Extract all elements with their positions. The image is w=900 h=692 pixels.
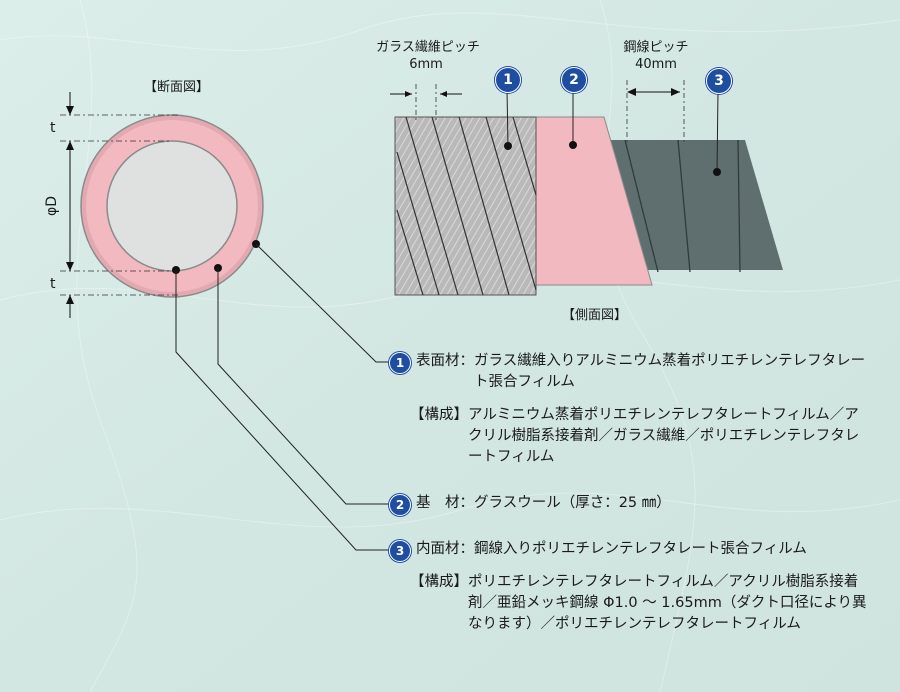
marker-1-side: 1 bbox=[495, 67, 521, 93]
thickness-label-bottom: t bbox=[50, 276, 56, 292]
glass-fiber-pitch-value: 6mm bbox=[409, 57, 443, 72]
side-view bbox=[390, 80, 783, 296]
side-view-title: 【側面図】 bbox=[562, 308, 628, 323]
item-3-description: 内面材： 鋼線入りポリエチレンテレフタレート張合フィルム 【構成】 ポリエチレン… bbox=[410, 539, 868, 635]
item-3-inner-row: 内面材： 鋼線入りポリエチレンテレフタレート張合フィルム bbox=[416, 539, 868, 560]
steel-wire-pitch-title: 鋼線ピッチ bbox=[623, 40, 689, 55]
item-2-description: 基 材： グラスウール（厚さ：25 ㎜） bbox=[416, 493, 868, 514]
item-3-composition-row: 【構成】 ポリエチレンテレフタレートフィルム／アクリル樹脂系接着剤／亜鉛メッキ鋼… bbox=[410, 572, 868, 635]
marker-1: 1 bbox=[389, 352, 411, 374]
marker-3-side: 3 bbox=[706, 68, 732, 94]
glass-fiber-pitch-title: ガラス繊維ピッチ bbox=[376, 40, 480, 55]
item-1-key: 表面材： bbox=[416, 353, 474, 369]
item-3-key: 内面材： bbox=[416, 541, 474, 557]
leader-lines bbox=[175, 243, 390, 551]
item-1-text: ガラス繊維入りアルミニウム蒸着ポリエチレンテレフタレート張合フィルム bbox=[474, 353, 866, 390]
item-1-composition-row: 【構成】 アルミニウム蒸着ポリエチレンテレフタレートフィルム／アクリル樹脂系接着… bbox=[410, 405, 868, 468]
inner-film-layer bbox=[600, 140, 783, 270]
item-3-comp-text: ポリエチレンテレフタレートフィルム／アクリル樹脂系接着剤／亜鉛メッキ鋼線 Φ1.… bbox=[468, 574, 867, 632]
item-2-base-row: 基 材： グラスウール（厚さ：25 ㎜） bbox=[416, 493, 868, 514]
item-2-text: グラスウール（厚さ：25 ㎜） bbox=[474, 495, 671, 511]
outer-surface-layer bbox=[394, 116, 537, 296]
thickness-label-top: t bbox=[50, 120, 56, 136]
marker-2: 2 bbox=[389, 494, 411, 516]
item-1-description: 表面材： ガラス繊維入りアルミニウム蒸着ポリエチレンテレフタレート張合フィルム … bbox=[410, 351, 868, 468]
section-view-title: 【断面図】 bbox=[144, 80, 210, 95]
steel-wire-pitch-value: 40mm bbox=[635, 57, 677, 72]
item-1-comp-text: アルミニウム蒸着ポリエチレンテレフタレートフィルム／アクリル樹脂系接着剤／ガラス… bbox=[468, 407, 860, 465]
diameter-label: φD bbox=[44, 195, 61, 217]
item-1-comp-key: 【構成】 bbox=[410, 407, 468, 423]
item-1-surface-row: 表面材： ガラス繊維入りアルミニウム蒸着ポリエチレンテレフタレート張合フィルム bbox=[416, 351, 868, 393]
item-3-comp-key: 【構成】 bbox=[410, 574, 468, 590]
marker-2-side: 2 bbox=[561, 67, 587, 93]
marker-3: 3 bbox=[389, 540, 411, 562]
item-2-key: 基 材： bbox=[416, 495, 474, 511]
inner-bore bbox=[106, 140, 238, 272]
cross-section-view bbox=[60, 92, 264, 318]
item-3-text: 鋼線入りポリエチレンテレフタレート張合フィルム bbox=[474, 541, 807, 557]
